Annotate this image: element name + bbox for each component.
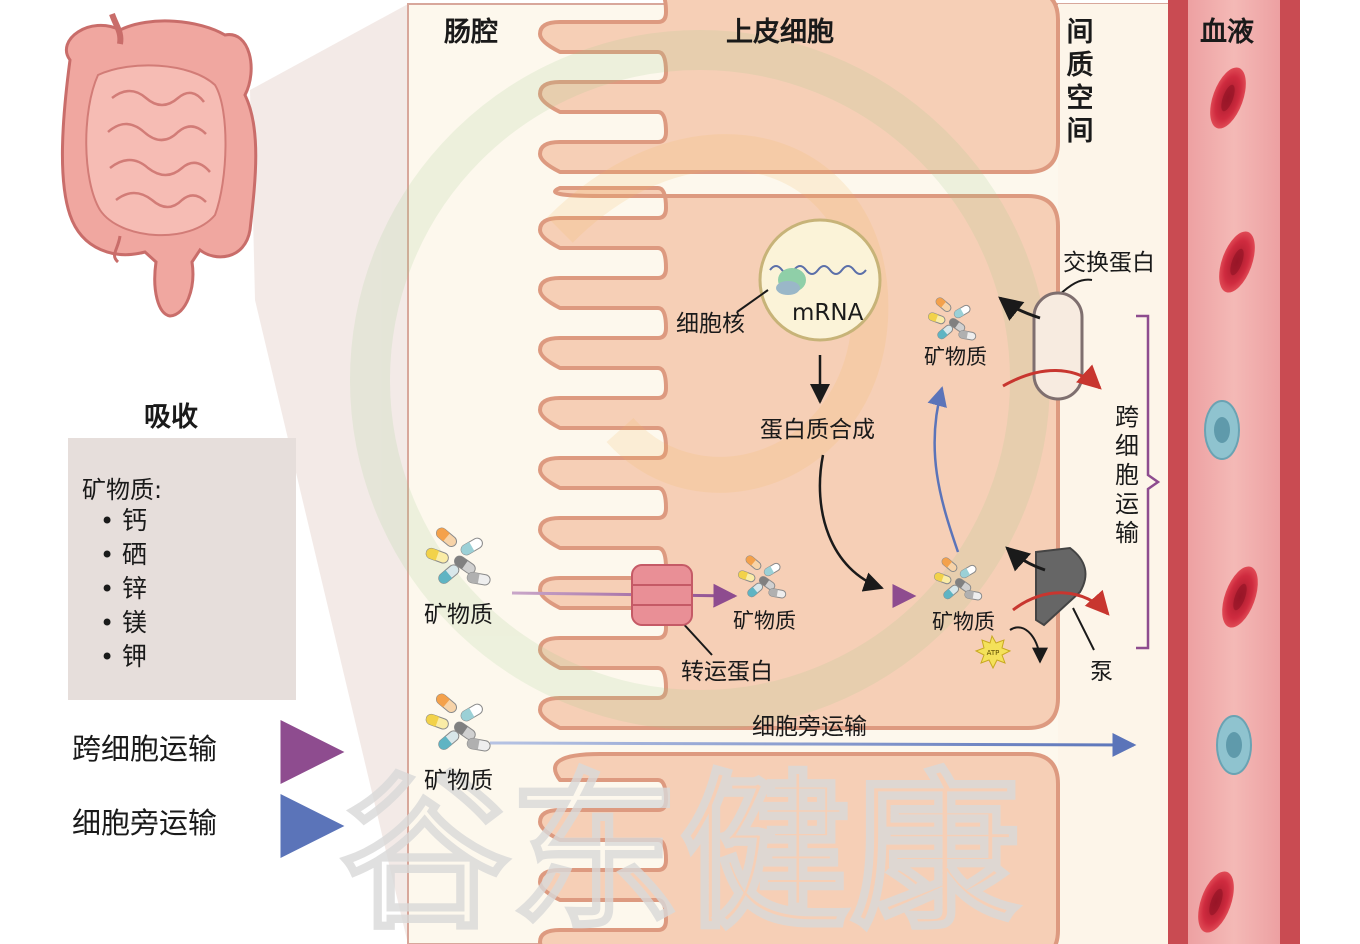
blood-header: 血液 — [1200, 17, 1254, 48]
mineral-pill — [763, 562, 781, 577]
legend-paracellular-label: 细胞旁运输 — [72, 806, 218, 840]
mineral-label-exchanger: 矿物质 — [924, 345, 987, 369]
mineral-pill — [438, 730, 460, 750]
pump-label: 泵 — [1090, 659, 1113, 685]
transcellular-arrow-1 — [511, 583, 738, 608]
mineral-list: 钙 硒 锌 镁 钾 — [100, 504, 147, 674]
mineral-pill — [958, 330, 977, 341]
transcellular-bracket-label: 跨细胞运输 — [1115, 403, 1139, 547]
protein-to-mineral-arrow — [818, 454, 884, 592]
mineral-list-item: 镁 — [100, 606, 147, 640]
mineral-pill — [927, 312, 946, 325]
white-blood-cell-nucleus — [1214, 417, 1230, 443]
mineral-pill — [953, 304, 971, 319]
legend-transcellular-label: 跨细胞运输 — [72, 732, 218, 766]
intestine-illustration — [60, 12, 258, 318]
epithelial-cell-top — [538, 0, 1060, 174]
mineral-pill — [943, 584, 960, 600]
mineral-label-after-transporter: 矿物质 — [733, 609, 796, 633]
mineral-pill — [425, 713, 449, 730]
nucleus-label: 细胞核 — [676, 311, 745, 337]
mineral-label-paracellular: 矿物质 — [424, 768, 493, 794]
mineral-pill — [435, 693, 458, 714]
mineral-pill — [933, 572, 952, 585]
mineral-pill — [937, 324, 954, 340]
mineral-pill — [948, 318, 966, 333]
mineral-pill — [438, 564, 460, 584]
mineral-label-lumen: 矿物质 — [424, 602, 493, 628]
mineral-pill — [747, 582, 764, 598]
mineral-pill — [435, 527, 458, 548]
legend-heading: 矿物质: — [82, 476, 163, 504]
mineral-pill — [745, 555, 762, 571]
interstitial-zone — [1058, 4, 1168, 944]
mineral-legend-box: 矿物质: 钙 硒 锌 镁 钾 — [68, 438, 296, 700]
mineral-pill — [454, 721, 476, 741]
mineral-list-item: 钙 — [100, 504, 147, 538]
blood-vessel — [1168, 0, 1300, 944]
atp-label: ATP — [987, 649, 1000, 657]
mineral-pill — [959, 564, 977, 579]
epithelial-header: 上皮细胞 — [726, 17, 834, 48]
interstitial-header: 间质空间 — [1066, 17, 1094, 147]
paracellular-arrow-label: 细胞旁运输 — [752, 714, 867, 740]
red-blood-cell-center — [1233, 583, 1247, 611]
red-blood-cell-center — [1209, 888, 1223, 916]
lumen-header: 肠腔 — [444, 17, 498, 48]
mineral-label-basolateral: 矿物质 — [932, 610, 995, 634]
mineral-pill — [758, 576, 776, 591]
mineral-pill — [964, 590, 983, 601]
transporter-label: 转运蛋白 — [681, 659, 773, 685]
mineral-pill — [466, 571, 491, 586]
watermark-text: 谷东健康 — [340, 755, 1020, 944]
absorption-title: 吸收 — [144, 402, 198, 433]
mineral-pill — [454, 555, 476, 575]
mineral-pill — [768, 588, 787, 599]
mineral-pill — [460, 537, 483, 556]
white-blood-cell-nucleus — [1226, 732, 1242, 758]
transcellular-bracket — [1136, 314, 1161, 650]
protein-synthesis-label: 蛋白质合成 — [760, 417, 875, 443]
transporter-protein — [631, 564, 693, 626]
mineral-to-exchanger-arrow — [927, 386, 960, 553]
mrna-label: mRNA — [792, 300, 864, 326]
red-blood-cell-center — [1230, 248, 1244, 276]
blood-cells — [1198, 67, 1258, 933]
mineral-pill — [935, 297, 952, 313]
atp-burst — [974, 634, 1012, 670]
nucleus-leader — [736, 289, 769, 313]
mineral-pill — [460, 703, 483, 722]
mineral-pill — [425, 547, 449, 564]
pump-leader — [1072, 607, 1095, 651]
exchanger-label: 交换蛋白 — [1063, 250, 1155, 276]
mineral-list-item: 硒 — [100, 538, 147, 572]
mineral-pill — [954, 578, 972, 593]
exchanger-protein — [998, 291, 1102, 401]
paracellular-arrow — [489, 732, 1137, 757]
zoom-cone — [250, 4, 408, 944]
mineral-pill — [737, 570, 756, 583]
mineral-list-item: 锌 — [100, 572, 147, 606]
nucleus — [758, 218, 882, 342]
mineral-pill — [466, 737, 491, 752]
epithelial-cell-bottom — [538, 752, 1060, 944]
mineral-list-item: 钾 — [100, 640, 147, 674]
red-blood-cell-center — [1221, 84, 1235, 112]
mineral-pill — [941, 557, 958, 573]
pump — [1005, 546, 1110, 664]
